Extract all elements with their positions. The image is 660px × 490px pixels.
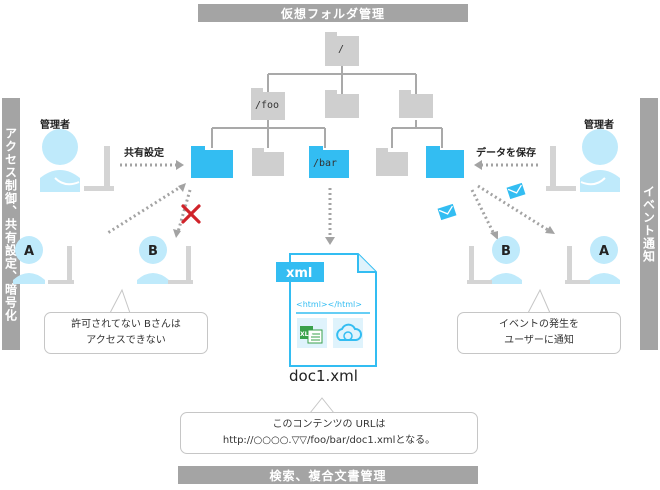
arrow-heads [173, 160, 555, 245]
left-info-bubble: 許可されてない Bさんは アクセスできない [44, 312, 208, 354]
side-right-label: イベント通知 [641, 185, 656, 263]
side-right-band: イベント通知 [640, 98, 658, 350]
bubble-pointers [109, 288, 551, 414]
admin-left-label: 管理者 [40, 120, 70, 131]
folder-shared-left[interactable] [191, 146, 233, 178]
mail-icon [437, 203, 457, 221]
folder-foo-label: /foo [255, 100, 280, 111]
doc-xls-label: XLS [300, 331, 313, 338]
user-b-right-label: B [501, 244, 511, 259]
folder-root[interactable] [325, 32, 359, 66]
url-info-bubble: このコンテンツの URLは http://○○○○.▽▽/foo/bar/doc… [180, 412, 478, 454]
folder-gray-mid[interactable] [325, 90, 359, 118]
folder-foo[interactable] [251, 88, 285, 120]
folder-root-label: / [338, 44, 345, 55]
doc-filename: doc1.xml [289, 367, 358, 385]
doc-html-tag: <html></html> [296, 300, 362, 309]
pc-icon-user-a-left [48, 246, 74, 284]
folder-bar-label: /bar [313, 158, 338, 169]
right-bubble-line1: イベントの発生を [499, 319, 579, 330]
pc-icon-user-a-right [565, 246, 590, 284]
title-bottom-band: 検索、複合文書管理 [178, 466, 478, 484]
share-setting-label: 共有設定 [124, 148, 164, 159]
url-bubble-line1: このコンテンツの URLは [272, 419, 386, 430]
right-bubble-line2: ユーザーに通知 [504, 335, 574, 346]
title-bottom: 検索、複合文書管理 [269, 468, 387, 483]
tree-lines [211, 66, 443, 148]
folder-gray-left[interactable] [252, 148, 284, 176]
left-bubble-line1: 許可されてない Bさんは [71, 319, 181, 330]
side-left-band: アクセス制御、共有設定、暗号化 [2, 98, 20, 350]
left-bubble-line2: アクセスできない [86, 335, 166, 346]
mail-icon [506, 182, 526, 200]
pc-icon-user-b-left [168, 246, 193, 284]
doc-tag: xml [286, 266, 312, 281]
pc-icon-user-b-right [467, 246, 492, 284]
pc-icon-right-admin [546, 146, 576, 191]
admin-person-left [40, 129, 80, 192]
side-left-label: アクセス制御、共有設定、暗号化 [3, 126, 18, 322]
xml-document-icon[interactable] [276, 253, 377, 367]
folder-bar[interactable] [309, 146, 349, 178]
folder-save-right[interactable] [426, 146, 464, 178]
title-top: 仮想フォルダ管理 [280, 6, 385, 21]
title-top-band: 仮想フォルダ管理 [198, 4, 468, 22]
admin-right-label: 管理者 [584, 120, 614, 131]
user-a-left [13, 236, 45, 284]
admin-person-right [580, 129, 620, 192]
access-denied-icon [181, 204, 201, 224]
save-data-label: データを保存 [476, 148, 536, 159]
url-bubble-line2: http://○○○○.▽▽/foo/bar/doc1.xmlとなる。 [222, 435, 436, 446]
right-info-bubble: イベントの発生を ユーザーに通知 [457, 312, 621, 354]
user-b-right [490, 236, 522, 284]
user-a-left-label: A [24, 244, 34, 259]
user-b-left-label: B [148, 244, 158, 259]
folder-gray-right[interactable] [376, 148, 408, 176]
folder-gray-right-top[interactable] [399, 90, 433, 118]
user-b-left [137, 236, 169, 284]
user-a-right [588, 236, 620, 284]
dotted-arrows [105, 163, 549, 238]
user-a-right-label: A [599, 244, 609, 259]
pc-icon-left-admin [84, 146, 114, 191]
